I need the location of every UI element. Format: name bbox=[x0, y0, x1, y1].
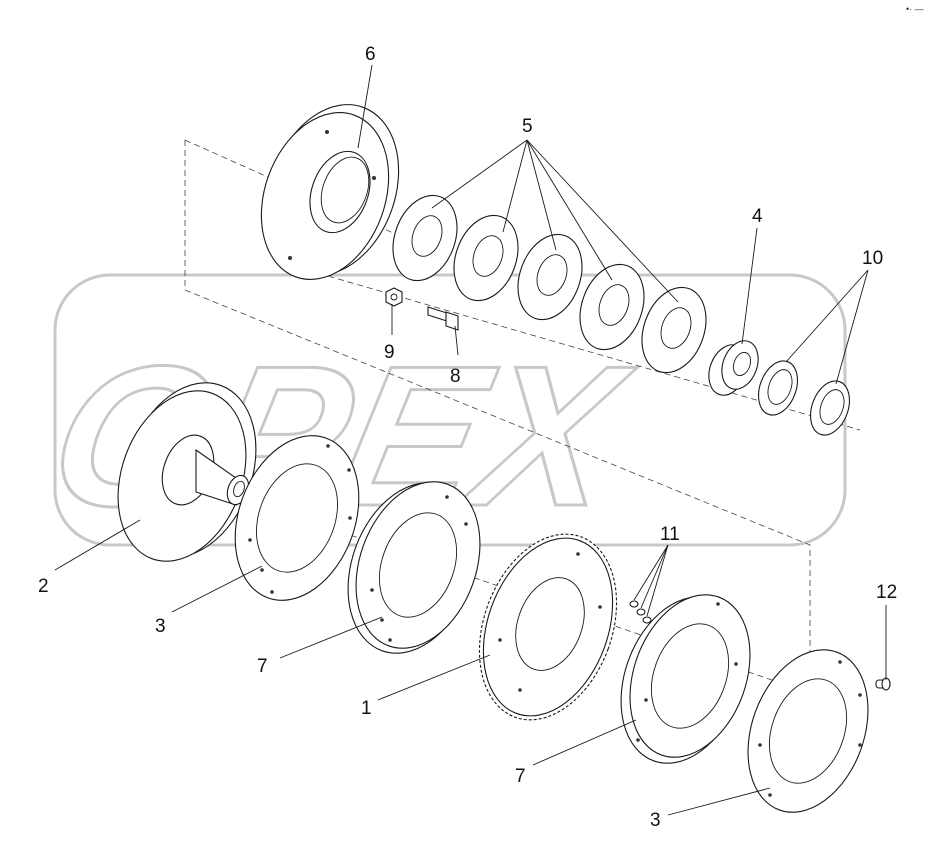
part-7-disc-left bbox=[347, 481, 481, 654]
callout-5: 5 bbox=[522, 116, 533, 137]
callout-labels: 6 5 4 10 9 8 2 3 7 1 11 7 3 12 bbox=[38, 44, 897, 831]
callout-9: 9 bbox=[384, 342, 395, 363]
callout-11: 11 bbox=[660, 524, 680, 545]
callout-7-right: 7 bbox=[515, 766, 526, 787]
part-3-plate-right bbox=[747, 649, 869, 813]
callout-7-left: 7 bbox=[257, 656, 268, 677]
callout-6: 6 bbox=[365, 44, 376, 65]
callout-1: 1 bbox=[361, 698, 372, 719]
callout-8: 8 bbox=[450, 366, 461, 387]
part-7-disc-right bbox=[620, 594, 751, 764]
part-2-hub bbox=[117, 382, 257, 562]
callout-3-left: 3 bbox=[155, 616, 166, 637]
part-12-rivet bbox=[875, 677, 891, 691]
part-11-pins bbox=[629, 600, 652, 624]
callout-4: 4 bbox=[752, 206, 763, 227]
part-5-shims bbox=[392, 194, 707, 374]
callout-12: 12 bbox=[876, 582, 897, 603]
part-6-housing-flange bbox=[260, 104, 400, 280]
part-9-nut bbox=[385, 287, 403, 307]
part-4-bushing bbox=[708, 340, 759, 396]
callout-2: 2 bbox=[38, 576, 49, 597]
corner-mark: •· — bbox=[906, 4, 924, 14]
part-10-nuts bbox=[758, 360, 850, 436]
part-1-sprocket bbox=[478, 533, 618, 721]
part-3-plate-left bbox=[234, 435, 360, 601]
callout-10: 10 bbox=[862, 248, 883, 269]
part-8-bolt bbox=[427, 306, 459, 331]
leader-lines bbox=[54, 64, 887, 816]
callout-3-right: 3 bbox=[650, 810, 661, 831]
